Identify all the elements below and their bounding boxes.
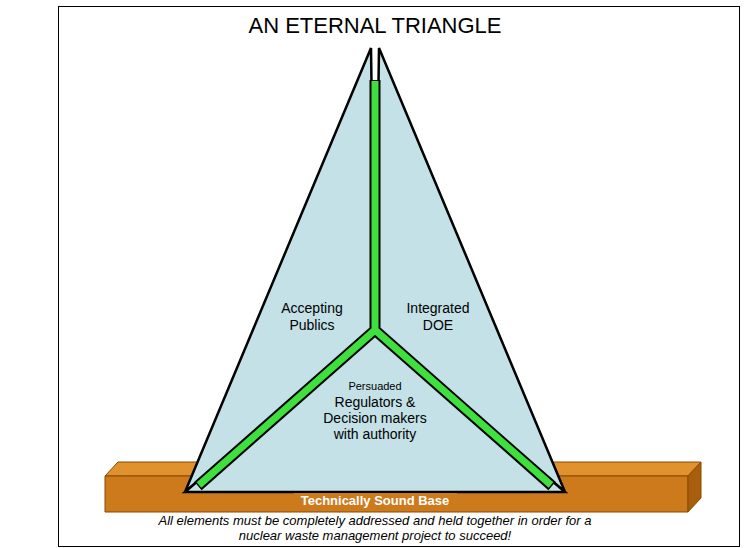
node-text-body: Regulators & Decision makers with author… (313, 394, 437, 442)
node-text: Technically Sound Base (300, 493, 451, 509)
triangle-panel-label: Accepting Publics (266, 300, 358, 334)
green-bar-outline (198, 80, 552, 486)
triangle-panel-label: PersuadedRegulators & Decision makers wi… (313, 378, 437, 442)
diagram-caption: All elements must be completely addresse… (140, 513, 610, 543)
triangle-panel-label: Integrated DOE (392, 300, 484, 334)
node-text: Persuaded (313, 378, 437, 394)
node-text: Integrated DOE (392, 300, 484, 334)
base-side-face (688, 462, 701, 512)
green-bar (199, 81, 551, 485)
diagram-title: AN ETERNAL TRIANGLE (75, 13, 675, 39)
triangle-panel-bottom (185, 330, 565, 492)
node-text: Accepting Publics (266, 300, 358, 334)
base-band: Technically Sound Base (294, 493, 457, 509)
slide-frame (59, 7, 740, 547)
